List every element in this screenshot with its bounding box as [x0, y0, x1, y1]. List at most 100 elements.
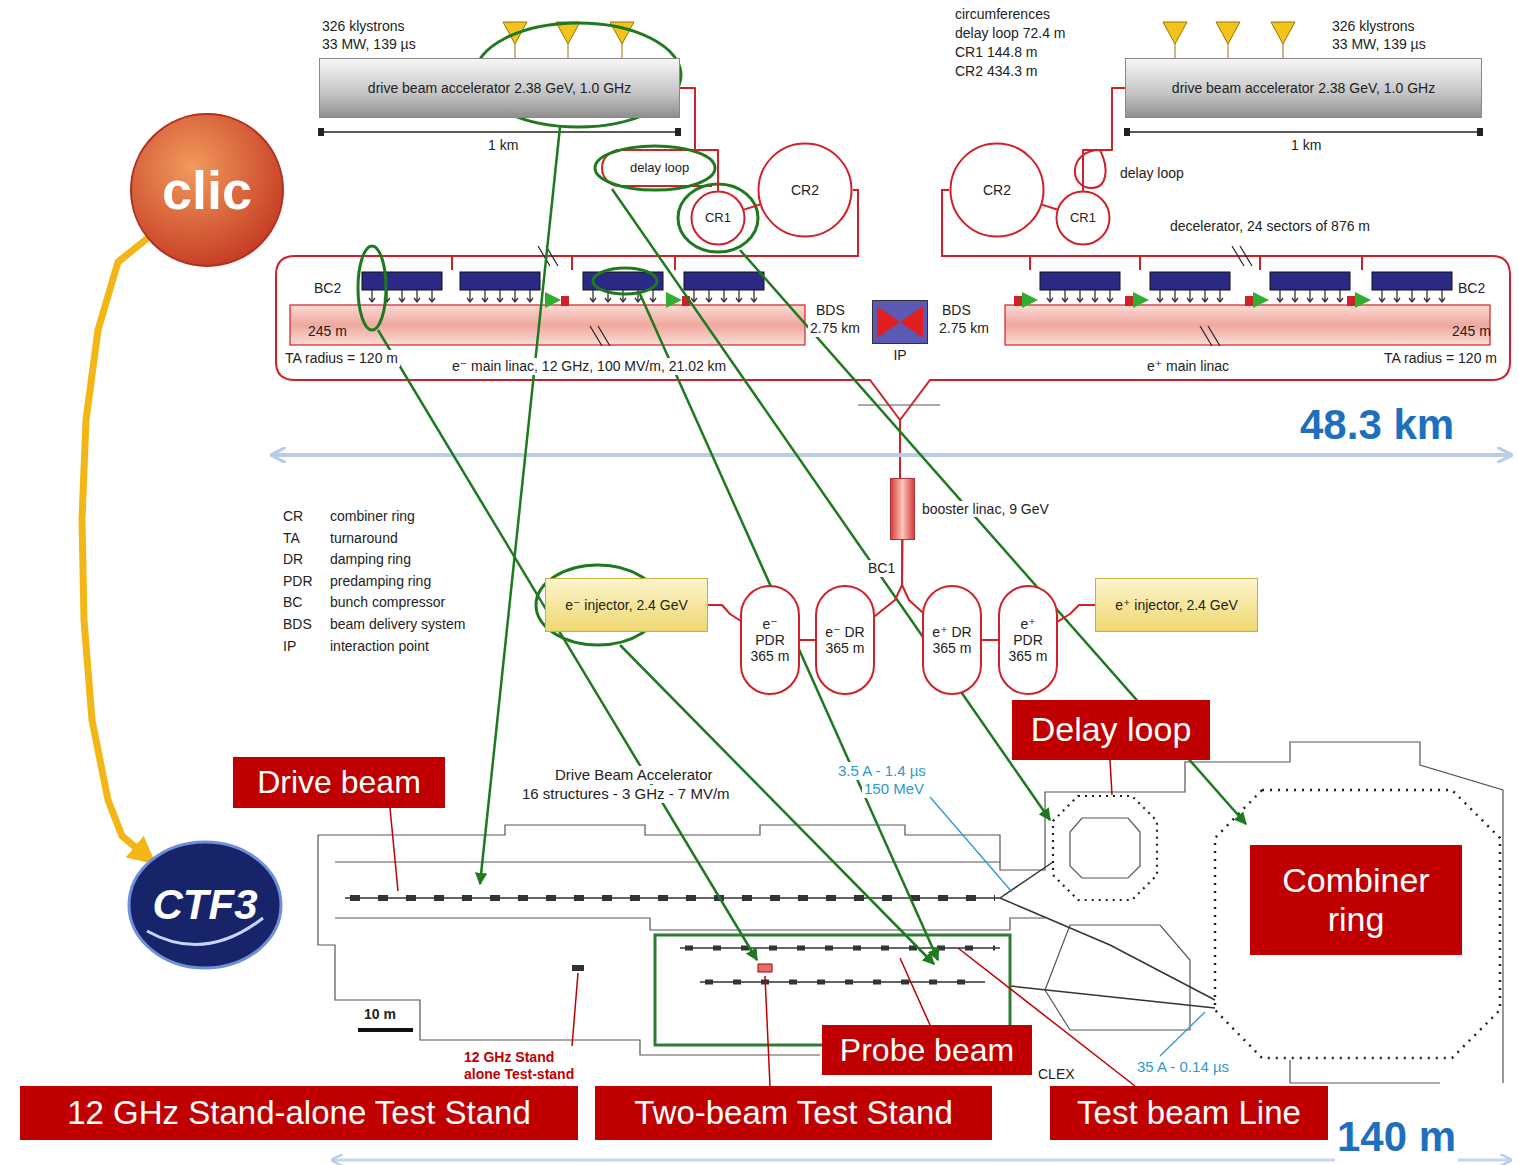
klystron — [1216, 22, 1240, 44]
node-text: Two-beam Test Stand — [634, 1094, 953, 1132]
decelerator-block — [1150, 272, 1230, 290]
node-text: drive beam accelerator 2.38 GeV, 1.0 GHz — [368, 80, 631, 96]
scale-bar — [358, 1028, 413, 1032]
node-text: e⁻ DR 365 m — [822, 624, 868, 656]
connector — [800, 639, 815, 641]
callout-box: Combiner ring — [1250, 845, 1462, 955]
callout-arrows — [378, 127, 1246, 964]
ring-stadium — [999, 586, 1057, 694]
text-label: e⁺ main linac — [1145, 358, 1231, 375]
klystron-stem — [1283, 44, 1284, 58]
node-text: e⁺ DR 365 m — [929, 624, 975, 656]
red-marker — [1347, 296, 1355, 306]
red-marker — [561, 296, 569, 306]
text-label: BDS — [281, 616, 314, 633]
ring-circle — [951, 144, 1044, 237]
text-label: 12 GHz Stand — [462, 1049, 556, 1066]
klystron — [1163, 22, 1187, 44]
damping-ring: e⁺ PDR 365 m — [998, 585, 1058, 695]
decelerator-block — [362, 272, 442, 290]
decelerator-block — [460, 272, 540, 290]
text-label: 326 klystrons — [1330, 18, 1416, 35]
power-feed-arrows — [369, 290, 435, 302]
klystron-stem — [1175, 44, 1176, 58]
text-label: PDR — [281, 573, 315, 590]
damping-ring: e⁻ DR 365 m — [815, 585, 875, 695]
text-label: 326 klystrons — [320, 18, 406, 35]
text-label: CR1 144.8 m — [953, 44, 1039, 61]
node-text: Test beam Line — [1077, 1094, 1301, 1132]
injector-box: e⁺ injector, 2.4 GeV — [1095, 578, 1258, 632]
ip-symbol — [872, 300, 928, 344]
text-label: CLEX — [1036, 1066, 1077, 1083]
callout-arrow — [740, 250, 1246, 824]
node-text: e⁻ PDR 365 m — [747, 616, 793, 664]
delay-loop-line — [602, 150, 712, 186]
klystron-stem — [515, 44, 516, 58]
decelerator-block — [1040, 272, 1120, 290]
delay-loop-line — [1075, 150, 1106, 188]
text-label: 35 A - 0.14 µs — [1135, 1058, 1231, 1076]
text-label: 2.75 km — [937, 320, 991, 337]
wall — [1045, 925, 1190, 1030]
node-text: Drive beam — [257, 764, 421, 801]
node-text: Probe beam — [840, 1032, 1014, 1069]
accelerator-box: drive beam accelerator 2.38 GeV, 1.0 GHz — [319, 58, 680, 118]
two-beam-marker — [758, 964, 772, 972]
callout-arrow — [612, 189, 1050, 820]
text-label: DR — [281, 551, 305, 568]
text-label: 10 m — [362, 1006, 398, 1023]
klystron-stem — [568, 44, 569, 58]
clex-components — [685, 948, 995, 982]
text-label: delay loop — [628, 160, 691, 176]
text-label: 140 m — [1335, 1112, 1458, 1162]
ctf3-logo: CTF3 — [127, 840, 283, 970]
text-label: beam delivery system — [328, 616, 467, 633]
klystron-stem — [622, 44, 623, 58]
ring-stadium — [741, 586, 799, 694]
text-label: 33 MW, 139 µs — [320, 36, 418, 53]
callout-box: Test beam Line — [1050, 1086, 1328, 1140]
node-text: IP — [891, 347, 908, 363]
node-text: booster linac, 9 GeV — [920, 501, 1051, 517]
text-label: 3.5 A - 1.4 µs — [836, 762, 928, 780]
logo-disc — [129, 842, 281, 968]
building-outline — [318, 742, 1503, 1083]
power-feed-arrows — [1379, 290, 1445, 302]
main-linac-band — [1005, 305, 1490, 345]
text-label: 245 m — [306, 323, 349, 340]
wall — [1290, 1060, 1440, 1083]
damping-ring: e⁺ DR 365 m — [922, 585, 982, 695]
text-label: 245 m — [1450, 323, 1493, 340]
accelerator-box: drive beam accelerator 2.38 GeV, 1.0 GHz — [1125, 58, 1482, 118]
node-text: clic — [162, 159, 252, 221]
text-label: 48.3 km — [1298, 400, 1456, 450]
injector-box: e⁻ injector, 2.4 GeV — [545, 578, 708, 632]
accelerating-structures — [350, 895, 995, 901]
node-text: 12 GHz Stand-alone Test Stand — [67, 1094, 531, 1132]
wall — [318, 742, 1503, 1083]
scale-bar — [322, 131, 677, 133]
text-label: combiner ring — [328, 508, 417, 525]
klystron-stem — [1228, 44, 1229, 58]
text-label: 16 structures - 3 GHz - 7 MV/m — [520, 785, 732, 803]
green-marker — [1022, 292, 1038, 308]
ip-beam — [900, 306, 923, 338]
scale-end — [675, 128, 681, 136]
red-marker — [1125, 296, 1133, 306]
scale-bar — [1128, 131, 1479, 133]
callout-ellipse — [593, 268, 657, 294]
wall — [1070, 818, 1140, 878]
connector — [982, 639, 998, 641]
node-text: e⁺ injector, 2.4 GeV — [1115, 597, 1238, 613]
text-label: interaction point — [328, 638, 431, 655]
power-feed-arrows — [467, 290, 533, 302]
ring-circle — [1057, 192, 1110, 245]
scale-end — [1477, 128, 1483, 136]
dimension-arrow — [272, 453, 1511, 457]
text-label: 33 MW, 139 µs — [1330, 36, 1428, 53]
main-linac-band — [290, 305, 805, 345]
decelerator-block — [684, 272, 764, 290]
text-label: CR — [281, 508, 305, 525]
